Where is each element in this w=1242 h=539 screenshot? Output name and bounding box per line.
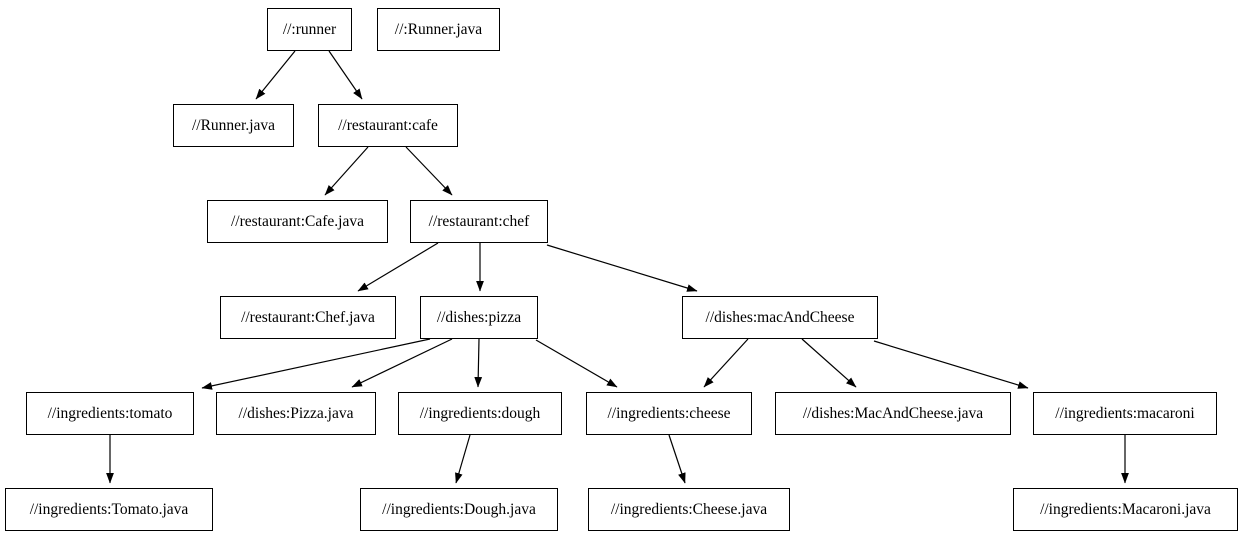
edge-pizza-to-tomato bbox=[201, 338, 431, 390]
edge-chef-to-chef-file bbox=[357, 242, 439, 292]
edge-runner-to-runner-file bbox=[255, 50, 296, 100]
edge-mac-and-cheese-to-mac-file bbox=[801, 338, 857, 388]
node-dough: //ingredients:dough bbox=[398, 392, 562, 435]
edge-cafe-to-cafe-file bbox=[324, 146, 369, 196]
node-tomato-file: //ingredients:Tomato.java bbox=[5, 488, 213, 531]
edge-cafe-to-chef bbox=[405, 146, 453, 196]
node-cafe-file: //restaurant:Cafe.java bbox=[207, 200, 388, 243]
node-mac-and-cheese: //dishes:macAndCheese bbox=[682, 296, 878, 339]
node-pizza: //dishes:pizza bbox=[420, 296, 538, 339]
edge-dough-to-dough-file bbox=[455, 434, 471, 484]
node-tomato: //ingredients:tomato bbox=[26, 392, 194, 435]
node-macaroni: //ingredients:macaroni bbox=[1033, 392, 1217, 435]
node-cheese: //ingredients:cheese bbox=[586, 392, 752, 435]
edge-pizza-to-dough bbox=[474, 338, 483, 388]
edge-mac-and-cheese-to-cheese bbox=[703, 338, 749, 388]
edge-mac-and-cheese-to-macaroni bbox=[873, 340, 1029, 389]
node-macaroni-file: //ingredients:Macaroni.java bbox=[1013, 488, 1238, 531]
edge-pizza-to-cheese bbox=[535, 339, 618, 388]
node-runner-file: //Runner.java bbox=[173, 104, 294, 147]
node-chef-file: //restaurant:Chef.java bbox=[220, 296, 396, 339]
node-cheese-file: //ingredients:Cheese.java bbox=[588, 488, 790, 531]
edge-cheese-to-cheese-file bbox=[668, 434, 686, 484]
edge-pizza-to-pizza-file bbox=[351, 338, 453, 388]
node-dough-file: //ingredients:Dough.java bbox=[360, 488, 558, 531]
node-runner: //:runner bbox=[267, 8, 352, 51]
node-runner-file-root: //:Runner.java bbox=[377, 8, 500, 51]
edge-chef-to-mac-and-cheese bbox=[546, 244, 698, 292]
node-mac-file: //dishes:MacAndCheese.java bbox=[775, 392, 1011, 435]
node-chef: //restaurant:chef bbox=[410, 200, 548, 243]
edge-runner-to-cafe bbox=[328, 50, 363, 100]
node-cafe: //restaurant:cafe bbox=[318, 104, 458, 147]
node-pizza-file: //dishes:Pizza.java bbox=[216, 392, 376, 435]
